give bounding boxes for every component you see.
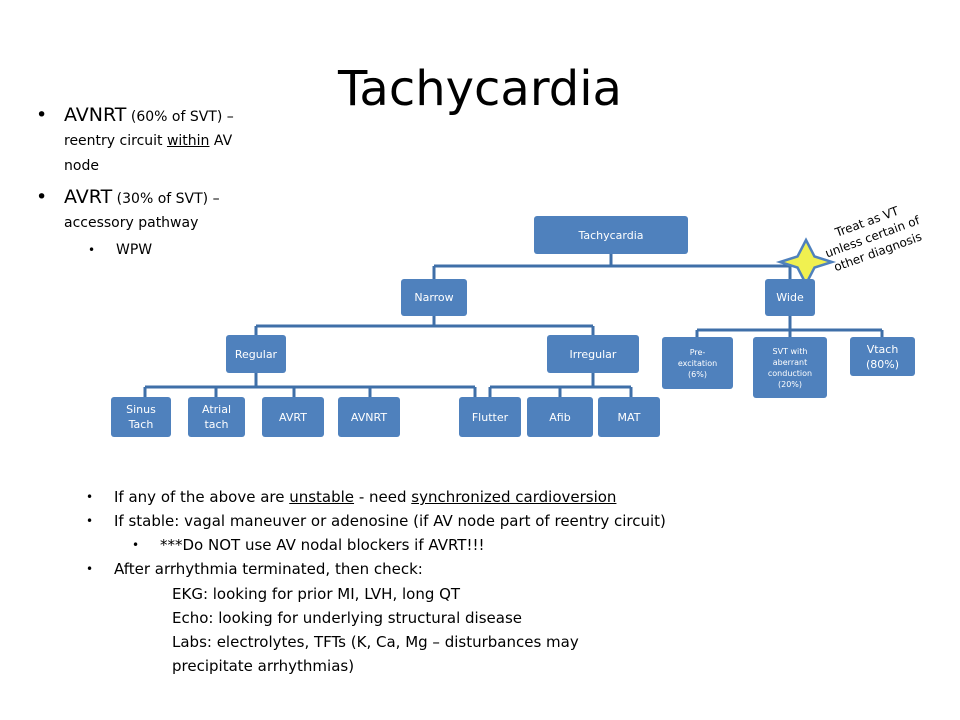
top-left-bullets: • AVNRT (60% of SVT) – reentry circuit w…	[36, 104, 266, 261]
avnrt-desc-line3: node	[64, 158, 99, 174]
text: - need	[354, 488, 412, 506]
check-ekg: EKG: looking for prior MI, LVH, long QT	[172, 585, 461, 603]
avnrt-desc-post: AV	[209, 133, 233, 149]
node-label: tach	[204, 418, 229, 431]
node-label: AVRT	[279, 410, 307, 424]
bullet-dot: •	[132, 538, 140, 552]
text: If any of the above are	[114, 488, 290, 506]
node-label: Atrial	[201, 403, 232, 416]
check-labs-cont: precipitate arrhythmias)	[172, 657, 355, 675]
node-narrow: Narrow	[401, 279, 467, 316]
avnrt-percent: (60% of SVT) –	[126, 109, 234, 125]
avnrt-desc-underlined: within	[166, 133, 210, 149]
bullet-unstable: • If any of the above are unstable - nee…	[86, 486, 906, 509]
text: If stable: vagal maneuver or adenosine (…	[114, 512, 666, 530]
text: After arrhythmia terminated, then check:	[114, 560, 423, 578]
node-irregular: Irregular	[547, 335, 639, 373]
text-underlined: unstable	[289, 488, 355, 506]
node-label: Narrow	[414, 291, 454, 304]
connector-narrow	[254, 316, 595, 335]
node-label: (80%)	[865, 357, 900, 371]
node-label: Sinus	[126, 403, 156, 416]
bullet-dot: •	[86, 490, 94, 504]
node-label: Pre-	[689, 347, 706, 357]
avnrt-desc-pre: reentry circuit	[64, 133, 167, 149]
avrt-label: AVRT	[64, 186, 113, 208]
wpw-label: WPW	[116, 242, 153, 258]
node-label: (20%)	[777, 379, 803, 389]
bullet-avnrt: • AVNRT (60% of SVT) – reentry circuit w…	[36, 104, 266, 178]
node-vtach: Vtach (80%)	[850, 337, 915, 376]
bullet-after-termination: • After arrhythmia terminated, then chec…	[86, 558, 906, 581]
node-label: Flutter	[471, 410, 509, 424]
node-avrt: AVRT	[262, 397, 324, 437]
node-atrial-tach: Atrial tach	[188, 397, 245, 437]
connector-irregular	[488, 373, 633, 397]
node-label: Vtach	[866, 342, 899, 356]
bullet-stable: • If stable: vagal maneuver or adenosine…	[86, 510, 906, 533]
connector-regular	[143, 373, 477, 397]
text-underlined: synchronized cardioversion	[411, 488, 617, 506]
text: ***Do NOT use AV nodal blockers if AVRT!…	[160, 536, 485, 554]
node-label: (6%)	[688, 369, 707, 379]
bottom-bullets: • If any of the above are unstable - nee…	[86, 486, 906, 678]
connector-root	[432, 253, 792, 279]
node-svt-aberrant: SVT with aberrant conduction (20%)	[753, 337, 827, 398]
node-afib: Afib	[527, 397, 593, 437]
node-label: SVT with	[772, 346, 808, 356]
node-label: aberrant	[772, 357, 808, 367]
node-label: AVNRT	[350, 410, 388, 424]
node-label: Irregular	[569, 347, 617, 361]
node-mat: MAT	[598, 397, 660, 437]
bullet-avrt-warning: • ***Do NOT use AV nodal blockers if AVR…	[132, 534, 906, 557]
avrt-desc: accessory pathway	[64, 215, 199, 231]
node-label: Regular	[234, 347, 278, 361]
bullet-dot: •	[86, 514, 94, 528]
node-pre-excitation: Pre- excitation (6%)	[662, 337, 733, 389]
avnrt-label: AVNRT	[64, 104, 127, 126]
node-label: Wide	[776, 291, 804, 304]
bullet-wpw: • WPW	[88, 239, 266, 261]
node-label: MAT	[617, 410, 641, 424]
node-avnrt: AVNRT	[338, 397, 400, 437]
bullet-dot: •	[36, 186, 48, 208]
bullet-dot: •	[36, 104, 48, 126]
slide-title: Tachycardia	[338, 61, 622, 117]
node-label: Tach	[128, 418, 154, 431]
node-tachycardia: Tachycardia	[534, 216, 688, 254]
node-flutter: Flutter	[459, 397, 521, 437]
bullet-avrt: • AVRT (30% of SVT) – accessory pathway	[36, 186, 266, 235]
node-label: Tachycardia	[578, 228, 644, 242]
bullet-dot: •	[86, 562, 94, 576]
check-labs: Labs: electrolytes, TFTs (K, Ca, Mg – di…	[172, 633, 579, 651]
node-label: conduction	[767, 368, 813, 378]
node-label: Afib	[549, 410, 571, 424]
check-echo: Echo: looking for underlying structural …	[172, 609, 523, 627]
bullet-dot: •	[88, 243, 96, 257]
node-label: excitation	[677, 358, 718, 368]
avrt-percent: (30% of SVT) –	[112, 191, 220, 207]
node-regular: Regular	[226, 335, 286, 373]
node-wide: Wide	[765, 279, 815, 316]
node-sinus-tach: Sinus Tach	[111, 397, 171, 437]
connector-wide	[695, 316, 884, 337]
